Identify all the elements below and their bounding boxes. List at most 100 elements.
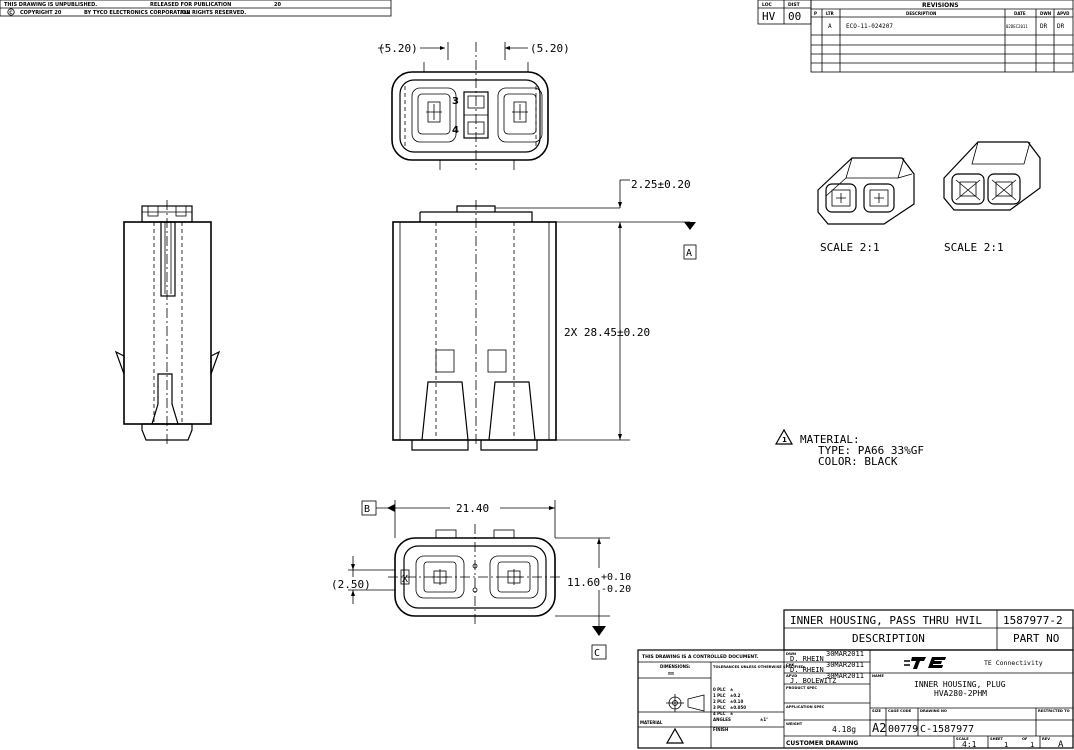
svg-text:DWN: DWN <box>786 652 796 656</box>
top-end-view: (5.20) (5.20) 3 4 <box>378 42 570 170</box>
part-name-1: INNER HOUSING, PLUG <box>914 680 1006 689</box>
svg-text:OF: OF <box>1022 737 1028 741</box>
rev-col-date: DATE <box>1014 11 1026 16</box>
svg-text:2 PLC: 2 PLC <box>713 699 726 704</box>
chk-name: D. RHEIN <box>790 666 824 674</box>
bottom-view: B 21.40 X (2.50) <box>331 500 631 660</box>
iso-view-right: SCALE 2:1 <box>943 141 1041 254</box>
finish-label: FINISH <box>713 727 728 732</box>
svg-text:ANGLES: ANGLES <box>713 717 731 722</box>
weight-value: 4.18g <box>832 725 856 734</box>
rev-col-p: P <box>814 11 817 16</box>
dim-height: 2X 28.45±0.20 <box>564 326 650 339</box>
sheet-value: 1 <box>1004 741 1008 749</box>
tolerance-table: 0 PLC ± 1 PLC ±0.2 2 PLC ±0.10 3 PLC ±0.… <box>713 687 768 722</box>
customer-drawing: CUSTOMER DRAWING <box>786 740 858 747</box>
by-note: BY TYCO ELECTRONICS CORPORATION <box>84 10 190 16</box>
part-number: 1587977-2 <box>1003 614 1063 627</box>
rev-col-ltr: LTR <box>826 11 834 16</box>
unpublished-note: THIS DRAWING IS UNPUBLISHED. <box>4 2 97 8</box>
rev-col-description: DESCRIPTION <box>906 11 936 16</box>
of-value: 1 <box>1030 741 1034 749</box>
datum-c: C <box>594 648 600 659</box>
tolerances-label: TOLERANCES UNLESS OTHERWISE SPECIFIED: <box>713 665 806 669</box>
dim-width: 21.40 <box>456 502 489 515</box>
datum-a: A <box>686 248 692 259</box>
pin-4-label: 4 <box>452 125 459 136</box>
svg-text:1: 1 <box>782 436 787 444</box>
dim-top-right: (5.20) <box>530 42 570 55</box>
svg-text:SCALE: SCALE <box>956 737 969 741</box>
svg-text:±0.10: ±0.10 <box>730 699 743 704</box>
dwn-date: 30MAR2011 <box>826 650 864 658</box>
pin-3-label: 3 <box>452 96 459 107</box>
scale-left: SCALE 2:1 <box>820 241 880 254</box>
rights-note: ALL RIGHTS RESERVED. <box>180 10 246 16</box>
units-value: mm <box>668 671 674 677</box>
description-block: INNER HOUSING, PASS THRU HVIL 1587977-2 … <box>783 609 1074 651</box>
copyright-note: COPYRIGHT 20 <box>20 10 62 16</box>
side-view <box>114 200 221 446</box>
svg-text:4 PLC: 4 PLC <box>713 711 726 716</box>
svg-text:0 PLC: 0 PLC <box>713 687 726 692</box>
application-spec-label: APPLICATION SPEC <box>786 705 825 709</box>
weight-label: WEIGHT <box>786 722 803 726</box>
svg-text:3 PLC: 3 PLC <box>713 705 726 710</box>
loc-label: LOC <box>762 2 773 8</box>
svg-text:CAGE CODE: CAGE CODE <box>888 709 912 713</box>
scale-value: 4:1 <box>962 740 977 749</box>
datum-b: B <box>364 504 370 515</box>
scale-right: SCALE 2:1 <box>944 241 1004 254</box>
rev-row-apvd: DR <box>1057 23 1065 30</box>
part-no-label: PART NO <box>1013 632 1059 645</box>
svg-text:±0.050: ±0.050 <box>730 705 746 710</box>
chk-date: 30MAR2011 <box>826 661 864 669</box>
svg-text:±0.2: ±0.2 <box>730 693 741 698</box>
header-strip: THIS DRAWING IS UNPUBLISHED. RELEASED FO… <box>0 0 392 17</box>
material-line3: COLOR: BLACK <box>818 455 898 468</box>
material-warning-icon <box>665 727 685 744</box>
product-spec-label: PRODUCT SPEC <box>786 686 817 690</box>
name-label: NAME <box>872 674 884 678</box>
dim-left: (2.50) <box>331 578 371 591</box>
dim-tol-minus: -0.20 <box>601 584 631 595</box>
projection-symbol-icon <box>666 694 705 712</box>
svg-text:APVD: APVD <box>786 674 797 678</box>
svg-text:±: ± <box>730 687 733 692</box>
cage-value: 00779 <box>888 724 918 735</box>
dim-depth: 11.60 <box>567 576 600 589</box>
description-label: DESCRIPTION <box>852 632 925 645</box>
material-line2: TYPE: PA66 33%GF <box>818 444 924 457</box>
size-value: A2 <box>872 721 886 735</box>
apvd-date: 30MAR2011 <box>826 672 864 680</box>
drawing-number: C-1587977 <box>920 724 974 735</box>
loc-dist-box: LOC DIST HV 00 <box>757 0 812 25</box>
revisions-title: REVISIONS <box>922 2 959 9</box>
x-label: X <box>402 574 408 585</box>
front-view: 2.25±0.20 A 2X 28.45±0.20 <box>392 178 697 451</box>
te-logo <box>904 657 946 669</box>
rev-col-apvd: APVD <box>1057 11 1070 16</box>
rev-row-date: 02DEC2011 <box>1006 24 1028 29</box>
warning-triangle-icon <box>774 428 794 445</box>
apvd-name: J. BOLEWITZ <box>790 677 836 685</box>
company-name: TE Connectivity <box>984 659 1043 667</box>
dist-value: 00 <box>788 10 801 23</box>
svg-text:DRAWING NO: DRAWING NO <box>920 709 947 713</box>
title-block: THIS DRAWING IS A CONTROLLED DOCUMENT. D… <box>637 649 1074 750</box>
svg-text:±: ± <box>730 711 733 716</box>
rev-row-dwn: DR <box>1040 23 1048 30</box>
controlled-doc: THIS DRAWING IS A CONTROLLED DOCUMENT. <box>642 654 759 660</box>
material-note: 1 MATERIAL: TYPE: PA66 33%GF COLOR: BLAC… <box>774 428 924 468</box>
svg-text:REV: REV <box>1042 737 1050 741</box>
material-label: MATERIAL <box>640 720 663 725</box>
description-text: INNER HOUSING, PASS THRU HVIL <box>790 614 982 627</box>
dimensions-label: DIMENSIONS: <box>660 664 691 669</box>
rev-row-ltr: A <box>828 23 832 30</box>
loc-value: HV <box>762 10 776 23</box>
rev-row-description: ECO-11-024207 <box>846 23 893 30</box>
released-note: RELEASED FOR PUBLICATION <box>150 2 231 8</box>
svg-text:CHK: CHK <box>786 663 795 667</box>
svg-text:SHEET: SHEET <box>990 737 1004 741</box>
